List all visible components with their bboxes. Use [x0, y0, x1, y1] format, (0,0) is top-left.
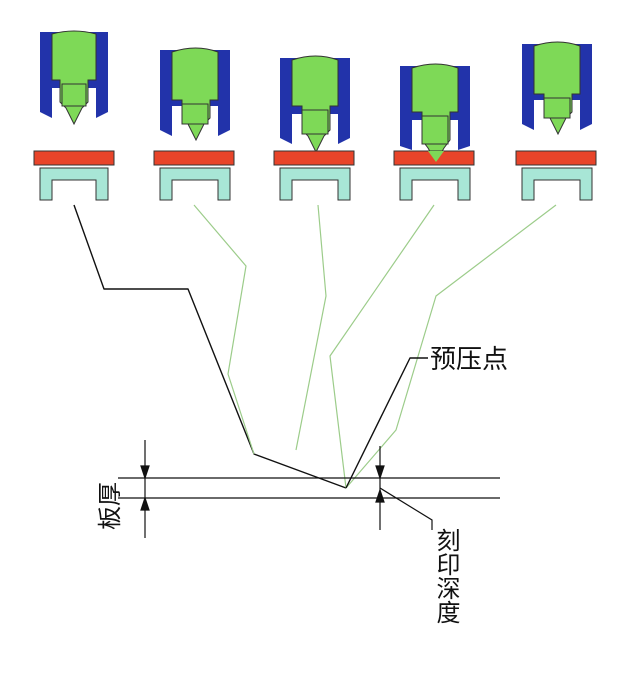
plate-thickness-arrow-bottom — [140, 496, 150, 511]
imprint-depth-label: 刻印深度 — [432, 528, 460, 624]
imprint-depth-leader — [379, 487, 433, 530]
stage-3-assembly — [273, 55, 355, 201]
stage-3-die — [279, 167, 351, 201]
stage-4-assembly — [393, 63, 475, 201]
stage-3-punch — [291, 55, 339, 154]
plate-thickness-label: 板厚 — [96, 482, 124, 530]
stage-5-punch-neck — [543, 97, 571, 119]
stage-2-sheet — [153, 150, 235, 166]
stage-1-punch — [51, 30, 97, 126]
imprint-depth-arrow-bottom — [375, 488, 385, 503]
stage-5-sheet — [515, 150, 597, 166]
stage-3-sheet — [273, 150, 355, 166]
preload-leader — [345, 357, 428, 489]
stage-1-assembly — [33, 30, 115, 201]
leader-line-3 — [295, 204, 327, 451]
stage-2-die — [159, 167, 231, 201]
stage-5-punch — [533, 41, 581, 136]
stage-1-sheet — [33, 150, 115, 166]
leader-line-2 — [193, 204, 255, 455]
stage-2-punch-neck — [181, 103, 209, 125]
plate-thickness-arrow-top — [140, 465, 150, 480]
stage-4-die — [399, 167, 471, 201]
leader-line-1 — [73, 204, 347, 489]
stage-2-assembly — [153, 47, 235, 201]
stage-4-punch-tip-overlay — [428, 151, 444, 162]
stage-1-punch-neck — [61, 83, 87, 107]
leader-line-5 — [345, 204, 557, 489]
process-curve — [73, 204, 557, 489]
stage-5-die — [521, 167, 593, 201]
preload-point-label: 预压点 — [430, 345, 508, 375]
imprint-depth-arrow-top — [375, 465, 385, 480]
stage-1-die — [39, 167, 109, 201]
leader-line-4 — [329, 204, 435, 489]
stage-2-punch — [171, 47, 219, 142]
stage-3-punch-neck — [301, 109, 329, 135]
dimension-lines — [118, 440, 500, 538]
stage-4-punch-neck — [421, 115, 449, 145]
stage-5-assembly — [515, 41, 597, 201]
